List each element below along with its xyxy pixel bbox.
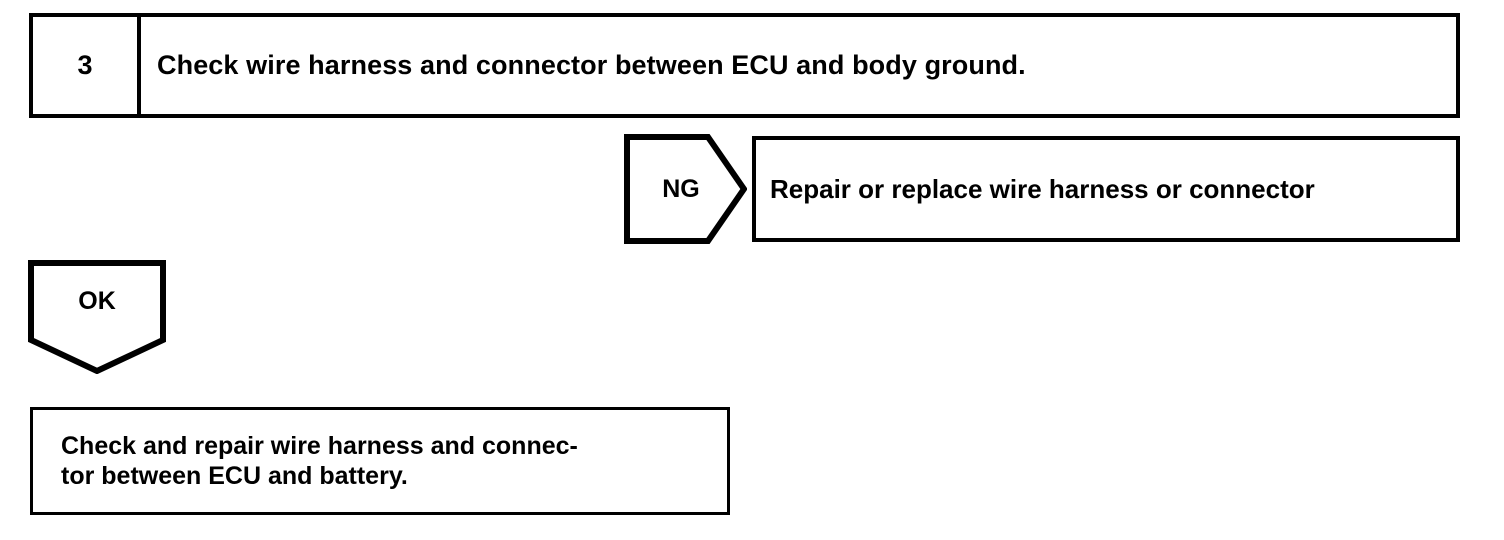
ng-arrow-shape (624, 134, 747, 244)
step-instruction-text: Check wire harness and connector between… (157, 49, 1026, 80)
ng-result-box: Repair or replace wire harness or connec… (752, 136, 1460, 242)
ok-branch-arrow: OK (28, 260, 166, 374)
step-box: 3 Check wire harness and connector betwe… (29, 13, 1460, 118)
step-number-cell: 3 (33, 17, 141, 114)
ng-result-text: Repair or replace wire harness or connec… (770, 173, 1315, 204)
ok-result-box: Check and repair wire harness and connec… (30, 407, 730, 515)
ng-arrow-label: NG (662, 174, 700, 203)
ok-result-text-line-2: tor between ECU and battery. (61, 462, 408, 490)
ok-arrow-label: OK (78, 286, 116, 315)
step-instruction-cell: Check wire harness and connector between… (141, 17, 1456, 114)
ng-branch-arrow: NG (624, 134, 747, 244)
step-number: 3 (77, 50, 93, 80)
ok-result-text-line-1: Check and repair wire harness and connec… (61, 431, 578, 460)
ok-arrow-shape (28, 260, 166, 374)
